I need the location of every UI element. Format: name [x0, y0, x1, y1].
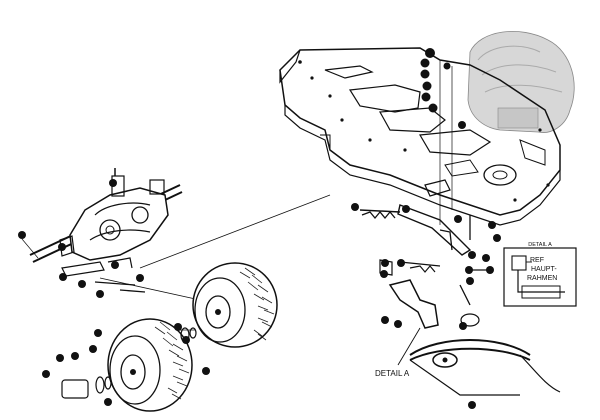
detail-a-box: DETAIL A REF HAUPT- RAHMEN — [503, 242, 577, 307]
callout — [89, 345, 97, 353]
callout — [397, 259, 405, 267]
detail-a-pointer-label: DETAIL A — [375, 369, 410, 378]
callout — [486, 266, 494, 274]
callout — [42, 370, 50, 378]
transaxle-assembly — [29, 168, 183, 293]
callout — [468, 401, 476, 409]
callout — [465, 266, 473, 274]
callout — [466, 277, 474, 285]
callout — [78, 280, 86, 288]
callout — [420, 58, 430, 68]
callout — [402, 205, 410, 213]
callout — [59, 273, 67, 281]
engine-silhouette — [467, 31, 575, 133]
callout — [94, 329, 102, 337]
detail-box-title: DETAIL A — [528, 242, 552, 248]
main-frame — [279, 47, 561, 226]
callout — [482, 254, 490, 262]
callout — [428, 103, 438, 113]
callout — [109, 179, 117, 187]
callout — [458, 121, 466, 129]
callout — [104, 398, 112, 406]
callout — [71, 352, 79, 360]
rear-wheel-back — [192, 262, 278, 348]
callout — [459, 322, 467, 330]
callout — [425, 48, 435, 58]
callout — [381, 316, 389, 324]
callout — [111, 261, 119, 269]
callout — [18, 231, 26, 239]
callout — [96, 290, 104, 298]
callout — [488, 221, 496, 229]
brake-linkage — [359, 204, 561, 396]
callout — [394, 320, 402, 328]
ref-line-2: HAUPT- — [531, 266, 557, 273]
callout — [454, 215, 462, 223]
ref-line-3: RAHMEN — [527, 275, 557, 282]
callout — [351, 203, 359, 211]
detail-a-pointer: DETAIL A — [375, 327, 421, 378]
callout — [493, 234, 501, 242]
ref-line-1: REF — [530, 257, 544, 264]
callout — [420, 69, 430, 79]
callout — [422, 81, 432, 91]
callout — [381, 259, 389, 267]
callout — [58, 243, 66, 251]
callout — [182, 336, 190, 344]
callout — [468, 251, 476, 259]
callout — [56, 354, 64, 362]
callout-bubbles — [18, 48, 501, 409]
rear-wheel-front — [107, 318, 193, 412]
callout — [421, 92, 431, 102]
callout — [380, 270, 388, 278]
callout — [443, 62, 451, 70]
callout — [174, 323, 182, 331]
callout — [136, 274, 144, 282]
callout — [202, 367, 210, 375]
